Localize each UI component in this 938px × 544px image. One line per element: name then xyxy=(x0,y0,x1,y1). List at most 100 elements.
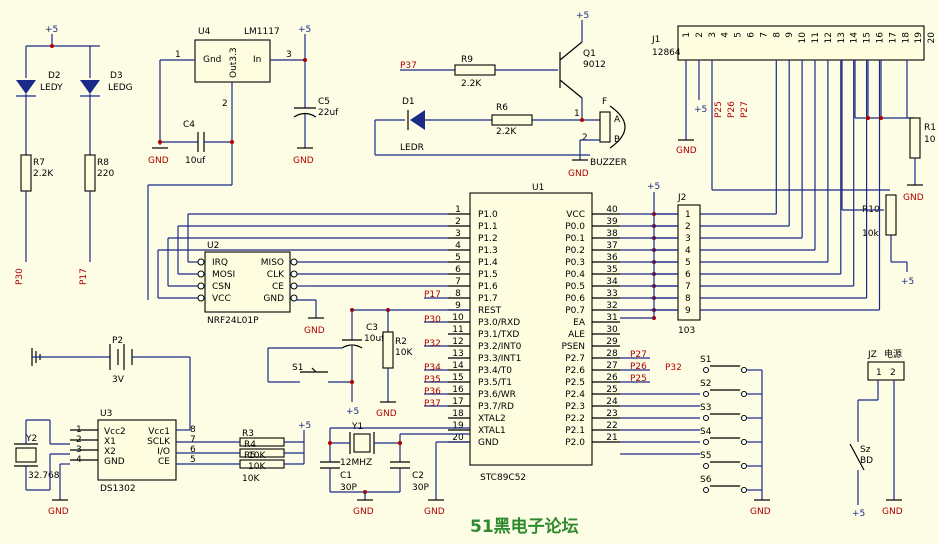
q1-pin1: 1 xyxy=(574,109,580,119)
power-section: JZ 电源 1 2 Sz BD +5 GND xyxy=(849,348,905,519)
mcu-pin-name-3: P1.2 xyxy=(478,234,498,244)
resistor-r1 xyxy=(909,117,921,159)
c1-val: 30P xyxy=(340,483,357,493)
mcu-pin-name-38: P0.1 xyxy=(565,234,585,244)
u4-pin-in: In xyxy=(253,55,261,65)
lcd-pin-19: 19 xyxy=(914,32,924,44)
rtc-pin-num-right-4: 5 xyxy=(190,455,196,465)
u4-pin1: 1 xyxy=(175,50,181,60)
jz-ref: JZ xyxy=(867,350,877,360)
mcu-pin-name-39: P0.0 xyxy=(565,222,585,232)
net-label-p17-led: P17 xyxy=(79,268,89,285)
crystal-y2 xyxy=(15,447,37,463)
regulator-section: U4 LM1117 Gnd In Out3.3 1 3 2 C4 10uf GN… xyxy=(147,25,339,300)
mcu-pin-name-22: P2.1 xyxy=(565,426,585,436)
rf-pin-irq: IRQ xyxy=(212,258,228,268)
u4-pin-gnd: Gnd xyxy=(203,55,221,65)
rtc-pin-vcc1: Vcc1 xyxy=(148,427,170,437)
mcu-pin-num-9: 9 xyxy=(455,301,461,311)
lcd-pin-8: 8 xyxy=(772,32,782,38)
button-s3: S3 xyxy=(700,403,711,413)
jz-pin2: 2 xyxy=(890,368,896,378)
d2-ref: D2 xyxy=(48,71,61,81)
j2-part: 103 xyxy=(678,326,695,336)
d3-ref: D3 xyxy=(110,71,123,81)
r6-val: 2.2K xyxy=(496,127,517,137)
net-label-p25-lcd: P25 xyxy=(714,101,724,118)
net-label-p35-mcu: P35 xyxy=(424,375,441,385)
mcu-pin-name-31: EA xyxy=(573,318,586,328)
mcu-pin-num-33: 33 xyxy=(606,289,617,299)
mcu-pin-num-10: 10 xyxy=(452,313,464,323)
mcu-pin-num-13: 13 xyxy=(452,349,463,359)
regulator-u4 xyxy=(194,39,271,83)
lcd-pin-18: 18 xyxy=(901,32,911,44)
mcu-pin-num-1: 1 xyxy=(455,205,461,215)
u4-pin3: 3 xyxy=(286,50,292,60)
lcd-pin-14: 14 xyxy=(850,32,860,44)
net-label-p26-lcd: P26 xyxy=(727,101,737,118)
buzzer-pin-b: B xyxy=(614,135,620,145)
j2-pin-2: 2 xyxy=(685,222,691,232)
net-label-p36-mcu: P36 xyxy=(424,387,441,397)
rf-pin-csn: CSN xyxy=(212,282,231,292)
vcc-label-r10: +5 xyxy=(901,277,914,287)
led-d2-icon xyxy=(16,80,36,94)
u4-pin2: 2 xyxy=(222,99,228,109)
mcu-pin-num-34: 34 xyxy=(606,277,618,287)
rtc-pin-sclk: SCLK xyxy=(147,437,171,447)
lcd-pin-1: 1 xyxy=(682,32,692,38)
battery-val: 3V xyxy=(112,375,125,385)
lcd-pin-13: 13 xyxy=(837,32,847,43)
mcu-pin-num-23: 23 xyxy=(606,409,617,419)
mcu-pin-name-36: P0.3 xyxy=(565,258,585,268)
rf-pin-mosi: MOSI xyxy=(212,270,235,280)
j2-pin-1: 1 xyxy=(685,210,691,220)
mcu-pin-num-3: 3 xyxy=(455,229,461,239)
gnd-label-rf: GND xyxy=(304,326,325,336)
resistor-r6 xyxy=(491,114,533,126)
mcu-pin-num-31: 31 xyxy=(606,313,617,323)
net-label-p27-mcu: P27 xyxy=(630,350,647,360)
mcu-pin-name-33: P0.6 xyxy=(565,294,585,304)
r8-val: 220 xyxy=(97,169,114,179)
net-label-p34-mcu: P34 xyxy=(424,363,441,373)
led-d3-icon xyxy=(80,80,100,94)
u3-part: DS1302 xyxy=(100,484,136,494)
rtc-pin-x2: X2 xyxy=(104,447,116,457)
gnd-label-buzzer: GND xyxy=(568,169,589,179)
mcu-pin-num-25: 25 xyxy=(606,385,617,395)
mcu-pin-num-36: 36 xyxy=(606,253,618,263)
gnd-label-buttons: GND xyxy=(750,507,771,517)
lcd-pin-4: 4 xyxy=(721,32,731,38)
gnd-label-crystal: GND xyxy=(353,507,374,517)
lcd-header-j1 xyxy=(677,25,925,61)
j2-pin-5: 5 xyxy=(685,258,691,268)
mcu-pin-name-29: PSEN xyxy=(561,342,585,352)
c5-val: 22uf xyxy=(318,108,339,118)
r4-ref: R4 xyxy=(244,440,256,450)
rtc-pin-io: I/O xyxy=(157,447,170,457)
led-d1-icon xyxy=(410,110,425,130)
c3-ref: C3 xyxy=(366,323,378,333)
vcc-label-rtc: +5 xyxy=(298,421,311,431)
c5-ref: C5 xyxy=(318,97,330,107)
r9-ref: R9 xyxy=(461,55,473,65)
mcu-pin-name-23: P2.2 xyxy=(565,414,585,424)
u4-pin-out: Out3.3 xyxy=(229,47,239,78)
r2-val: 10K xyxy=(395,348,413,358)
u2-part: NRF24L01P xyxy=(207,316,259,326)
mcu-pin-num-27: 27 xyxy=(606,361,617,371)
y1-val: 12MHZ xyxy=(340,458,372,468)
lcd-pin-10: 10 xyxy=(798,32,808,44)
mcu-pin-name-37: P0.2 xyxy=(565,246,585,256)
resistor-r8 xyxy=(84,154,96,192)
c2-val: 30P xyxy=(412,483,429,493)
rtc-pin-num-right-1: 8 xyxy=(190,425,196,435)
crystal-y1 xyxy=(353,433,371,453)
